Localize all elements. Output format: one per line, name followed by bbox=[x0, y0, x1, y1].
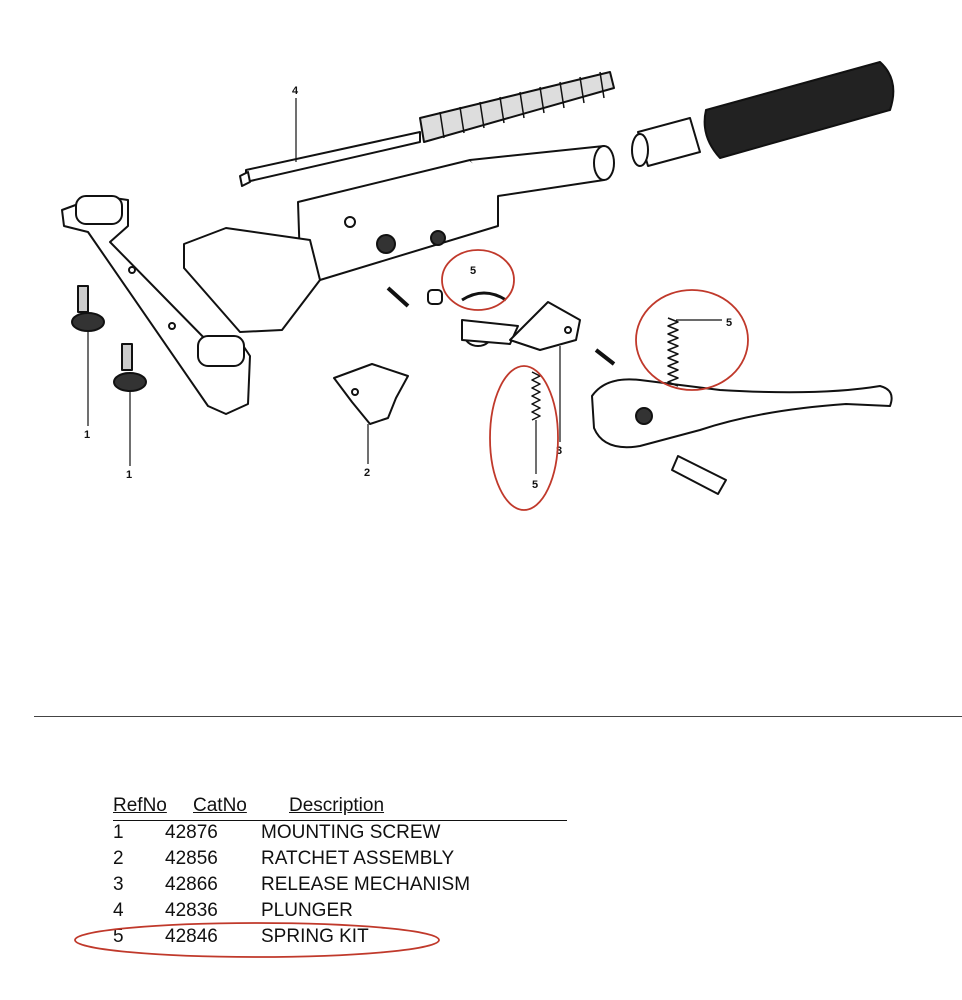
row-description: SPRING KIT bbox=[261, 926, 369, 947]
highlight-circles bbox=[441, 249, 749, 511]
row-refno: 4 bbox=[113, 900, 124, 921]
header-description: Description bbox=[289, 795, 385, 816]
row-description: RELEASE MECHANISM bbox=[261, 874, 471, 895]
main-housing bbox=[183, 145, 615, 333]
parts-table: RefNo CatNo Description 1 42876 MOUNTING… bbox=[113, 794, 573, 951]
callout-ratchet: 2 bbox=[364, 467, 370, 479]
row-description: MOUNTING SCREW bbox=[261, 822, 441, 843]
mounting-bracket bbox=[61, 195, 251, 415]
plunger-part bbox=[239, 71, 615, 187]
highlight-circle-right bbox=[635, 289, 749, 391]
table-row-highlighted: 5 42846 SPRING KIT bbox=[113, 925, 573, 951]
header-catno: CatNo bbox=[193, 795, 247, 816]
highlight-circle-top bbox=[441, 249, 515, 311]
handle-grip bbox=[631, 61, 895, 167]
table-header: RefNo CatNo Description bbox=[113, 794, 567, 821]
callout-screw-a: 1 bbox=[84, 429, 90, 441]
mounting-screw-a bbox=[71, 285, 105, 332]
callout-spring-top: 5 bbox=[470, 265, 476, 277]
header-refno: RefNo bbox=[113, 795, 167, 816]
table-row: 1 42876 MOUNTING SCREW bbox=[113, 821, 573, 847]
release-pins bbox=[386, 286, 616, 366]
row-catno: 42846 bbox=[165, 926, 218, 947]
row-refno: 1 bbox=[113, 822, 124, 843]
table-row: 4 42836 PLUNGER bbox=[113, 899, 573, 925]
callout-release: 3 bbox=[556, 445, 562, 457]
row-catno: 42836 bbox=[165, 900, 218, 921]
release-lever bbox=[591, 378, 893, 495]
row-refno: 2 bbox=[113, 848, 124, 869]
callout-plunger: 4 bbox=[292, 85, 299, 97]
spring-kit-parts bbox=[461, 291, 722, 474]
callout-screw-b: 1 bbox=[126, 469, 132, 481]
row-catno: 42856 bbox=[165, 848, 218, 869]
highlight-circle-mid bbox=[489, 365, 559, 511]
section-divider bbox=[34, 716, 962, 717]
release-mechanism bbox=[509, 301, 581, 442]
row-description: PLUNGER bbox=[261, 900, 353, 921]
table-row: 3 42866 RELEASE MECHANISM bbox=[113, 873, 573, 899]
exploded-parts-diagram: 1 1 2 3 4 5 5 5 bbox=[61, 61, 895, 511]
callout-spring-right: 5 bbox=[726, 317, 732, 329]
row-catno: 42876 bbox=[165, 822, 218, 843]
highlight-oval-spring-kit bbox=[74, 922, 440, 958]
row-catno: 42866 bbox=[165, 874, 218, 895]
table-row: 2 42856 RATCHET ASSEMBLY bbox=[113, 847, 573, 873]
callout-spring-mid: 5 bbox=[532, 479, 538, 491]
mounting-screw-b bbox=[113, 343, 147, 392]
row-description: RATCHET ASSEMBLY bbox=[261, 848, 455, 869]
row-refno: 5 bbox=[113, 926, 124, 947]
row-refno: 3 bbox=[113, 874, 124, 895]
ratchet-assembly bbox=[333, 363, 409, 464]
